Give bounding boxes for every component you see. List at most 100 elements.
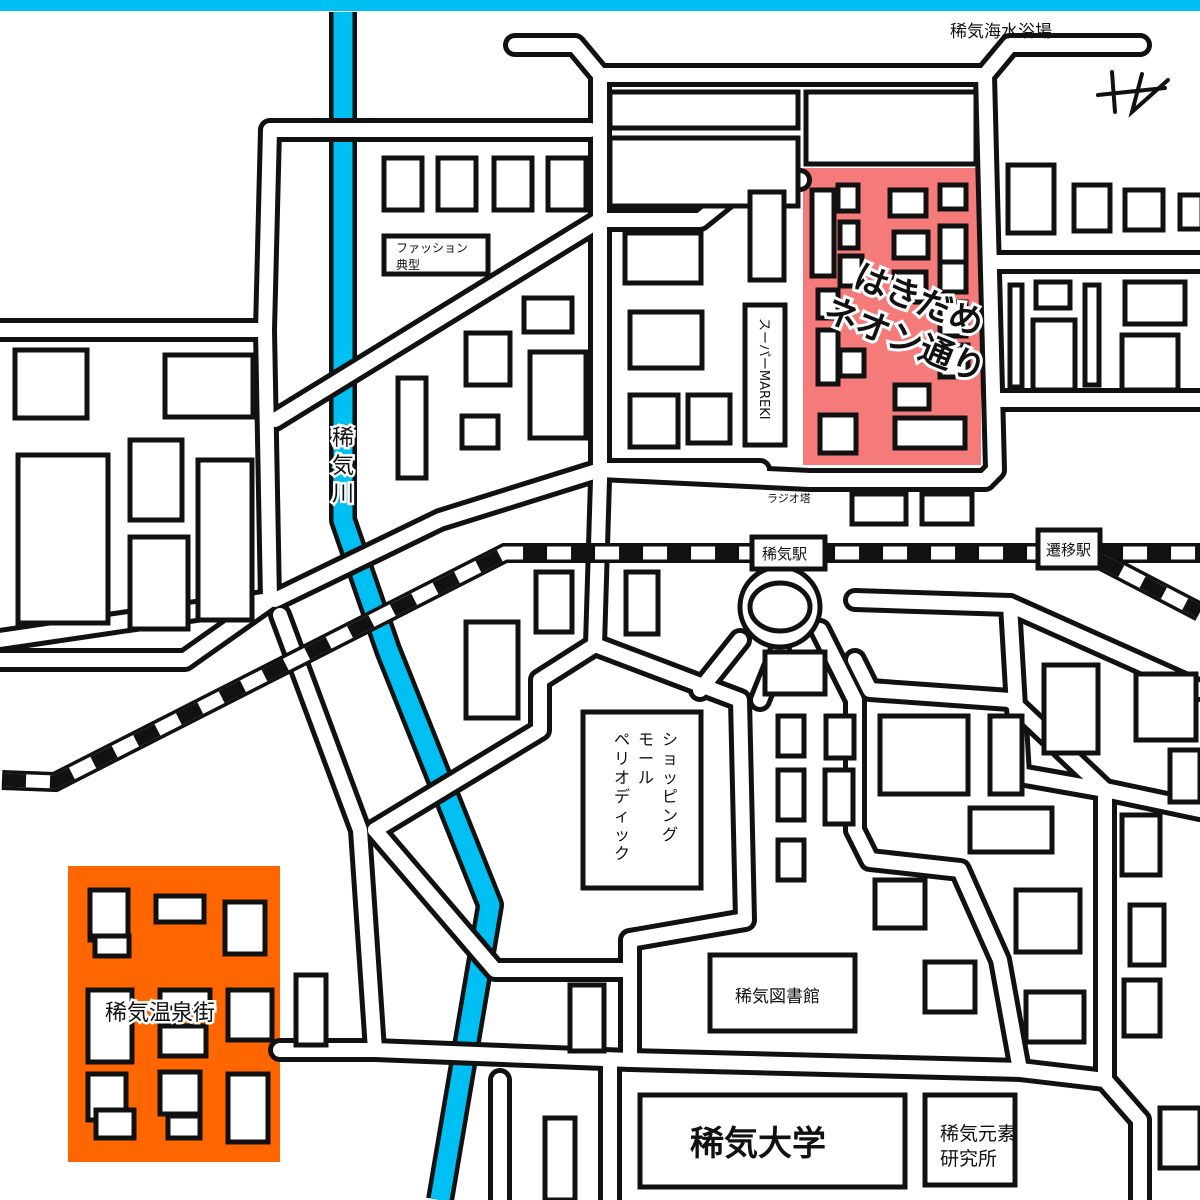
building[interactable] bbox=[747, 189, 787, 283]
building[interactable] bbox=[15, 452, 111, 626]
building[interactable] bbox=[463, 330, 513, 388]
station-main-box[interactable] bbox=[749, 534, 828, 572]
building[interactable] bbox=[891, 269, 929, 305]
building[interactable] bbox=[815, 287, 841, 321]
road[interactable] bbox=[1098, 1073, 1147, 1200]
road[interactable] bbox=[1098, 783, 1200, 817]
building[interactable] bbox=[92, 933, 132, 959]
building[interactable] bbox=[459, 413, 501, 451]
building[interactable] bbox=[1033, 279, 1073, 311]
building[interactable] bbox=[919, 491, 975, 527]
building[interactable] bbox=[891, 229, 931, 261]
building[interactable] bbox=[1122, 279, 1188, 327]
building[interactable] bbox=[822, 767, 856, 827]
building[interactable] bbox=[803, 89, 979, 167]
building[interactable] bbox=[627, 392, 681, 450]
building[interactable] bbox=[162, 352, 256, 420]
road[interactable] bbox=[258, 323, 277, 607]
building[interactable] bbox=[775, 767, 807, 823]
building[interactable] bbox=[225, 1071, 271, 1145]
road[interactable] bbox=[623, 1053, 1027, 1077]
building[interactable] bbox=[1119, 332, 1181, 393]
building[interactable] bbox=[887, 187, 929, 219]
road[interactable] bbox=[588, 638, 752, 1067]
building[interactable] bbox=[157, 987, 213, 1011]
building[interactable] bbox=[937, 223, 969, 265]
building[interactable] bbox=[85, 987, 135, 1065]
building[interactable] bbox=[637, 1092, 908, 1190]
building[interactable] bbox=[545, 155, 589, 213]
building[interactable] bbox=[937, 182, 969, 212]
building[interactable] bbox=[527, 349, 589, 441]
building[interactable] bbox=[93, 1107, 137, 1141]
building[interactable] bbox=[491, 155, 535, 213]
building[interactable] bbox=[922, 1092, 1018, 1188]
building[interactable] bbox=[1041, 662, 1101, 756]
building[interactable] bbox=[1177, 192, 1200, 232]
building[interactable] bbox=[837, 253, 865, 289]
building[interactable] bbox=[937, 342, 971, 380]
building[interactable] bbox=[849, 491, 909, 527]
building[interactable] bbox=[381, 233, 491, 277]
road[interactable] bbox=[848, 823, 1112, 1087]
building[interactable] bbox=[742, 302, 788, 448]
building[interactable] bbox=[157, 1023, 209, 1059]
building[interactable] bbox=[817, 412, 859, 456]
building[interactable] bbox=[607, 89, 801, 131]
building[interactable] bbox=[892, 382, 932, 412]
building[interactable] bbox=[937, 259, 969, 295]
building[interactable] bbox=[225, 987, 275, 1043]
building[interactable] bbox=[775, 837, 807, 883]
building[interactable] bbox=[685, 392, 733, 446]
building[interactable] bbox=[222, 899, 268, 957]
building[interactable] bbox=[463, 619, 521, 721]
building[interactable] bbox=[127, 534, 191, 632]
building[interactable] bbox=[1167, 747, 1200, 805]
building[interactable] bbox=[1023, 989, 1087, 1045]
road[interactable] bbox=[508, 38, 1147, 82]
building[interactable] bbox=[87, 887, 131, 943]
building[interactable] bbox=[395, 375, 429, 481]
building[interactable] bbox=[1127, 902, 1167, 968]
building[interactable] bbox=[837, 219, 861, 251]
building[interactable] bbox=[153, 893, 207, 925]
building[interactable] bbox=[165, 1113, 203, 1141]
building[interactable] bbox=[1082, 282, 1102, 388]
building[interactable] bbox=[707, 952, 858, 1034]
building[interactable] bbox=[1121, 977, 1163, 1039]
building[interactable] bbox=[775, 713, 807, 759]
building[interactable] bbox=[567, 982, 607, 1054]
road[interactable] bbox=[693, 633, 747, 697]
building[interactable] bbox=[1007, 282, 1025, 390]
building[interactable] bbox=[1122, 187, 1166, 233]
road[interactable] bbox=[268, 213, 607, 427]
building[interactable] bbox=[1071, 182, 1113, 234]
building[interactable] bbox=[521, 295, 575, 335]
building[interactable] bbox=[623, 569, 661, 637]
building[interactable] bbox=[533, 569, 575, 635]
building[interactable] bbox=[872, 877, 928, 931]
road[interactable] bbox=[593, 463, 992, 487]
building[interactable] bbox=[157, 1069, 203, 1117]
road[interactable] bbox=[368, 638, 602, 837]
building[interactable] bbox=[762, 649, 828, 697]
road[interactable] bbox=[273, 608, 637, 1067]
building[interactable] bbox=[967, 805, 1055, 855]
building[interactable] bbox=[12, 347, 90, 421]
building[interactable] bbox=[1005, 162, 1057, 236]
building[interactable] bbox=[542, 1115, 578, 1200]
building[interactable] bbox=[835, 182, 861, 214]
building[interactable] bbox=[127, 437, 185, 523]
building[interactable] bbox=[922, 959, 978, 1015]
road[interactable] bbox=[258, 123, 597, 337]
building[interactable] bbox=[815, 327, 841, 387]
building[interactable] bbox=[823, 713, 857, 761]
building[interactable] bbox=[809, 187, 837, 279]
building[interactable] bbox=[937, 299, 969, 339]
building[interactable] bbox=[293, 972, 329, 1048]
building[interactable] bbox=[837, 347, 867, 379]
building[interactable] bbox=[627, 309, 705, 371]
building[interactable] bbox=[1157, 1105, 1200, 1171]
building[interactable] bbox=[1133, 671, 1199, 743]
building[interactable] bbox=[195, 457, 255, 623]
